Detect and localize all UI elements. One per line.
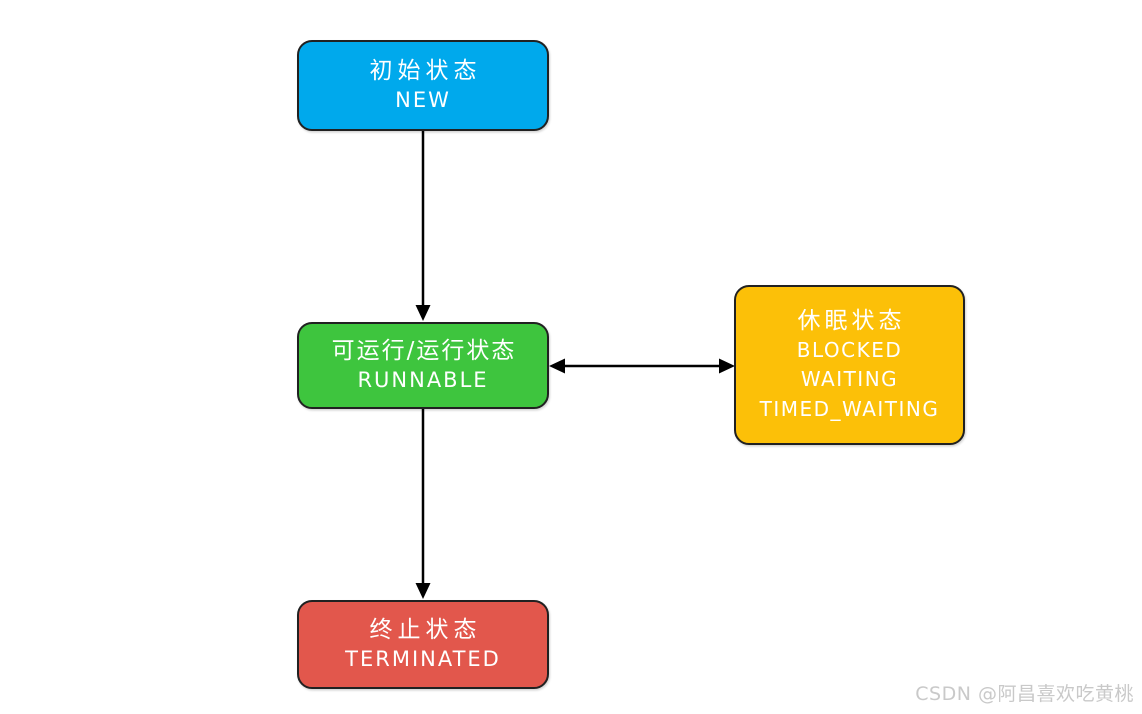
node-runnable-label-zh: 可运行/运行状态 — [331, 338, 517, 364]
edge-new-to-runnable — [415, 131, 431, 321]
node-new-label-zh: 初始状态 — [369, 58, 482, 84]
watermark: CSDN @阿昌喜欢吃黄桃 — [915, 683, 1134, 705]
node-runnable-state: 可运行/运行状态 RUNNABLE — [297, 322, 549, 409]
node-sleep-label-timed-waiting: TIMED_WAITING — [759, 396, 940, 421]
edge-runnable-to-terminated — [415, 409, 431, 599]
node-sleep-label-blocked: BLOCKED — [796, 337, 903, 362]
node-terminated-state: 终止状态 TERMINATED — [297, 600, 549, 689]
node-sleep-label-zh: 休眠状态 — [797, 307, 906, 334]
arrowhead-down-icon — [415, 583, 431, 599]
arrowhead-left-icon — [549, 358, 565, 374]
node-new-label-en: NEW — [395, 88, 451, 112]
node-sleep-label-waiting: WAITING — [800, 367, 899, 392]
arrowhead-down-icon — [415, 305, 431, 321]
node-terminated-label-zh: 终止状态 — [369, 617, 482, 643]
edge-runnable-to-sleep — [549, 358, 735, 374]
node-new-state: 初始状态 NEW — [297, 40, 549, 131]
node-runnable-label-en: RUNNABLE — [357, 368, 489, 392]
node-sleep-state: 休眠状态 BLOCKED WAITING TIMED_WAITING — [734, 285, 965, 445]
arrowhead-right-icon — [719, 358, 735, 374]
node-terminated-label-en: TERMINATED — [345, 647, 501, 671]
